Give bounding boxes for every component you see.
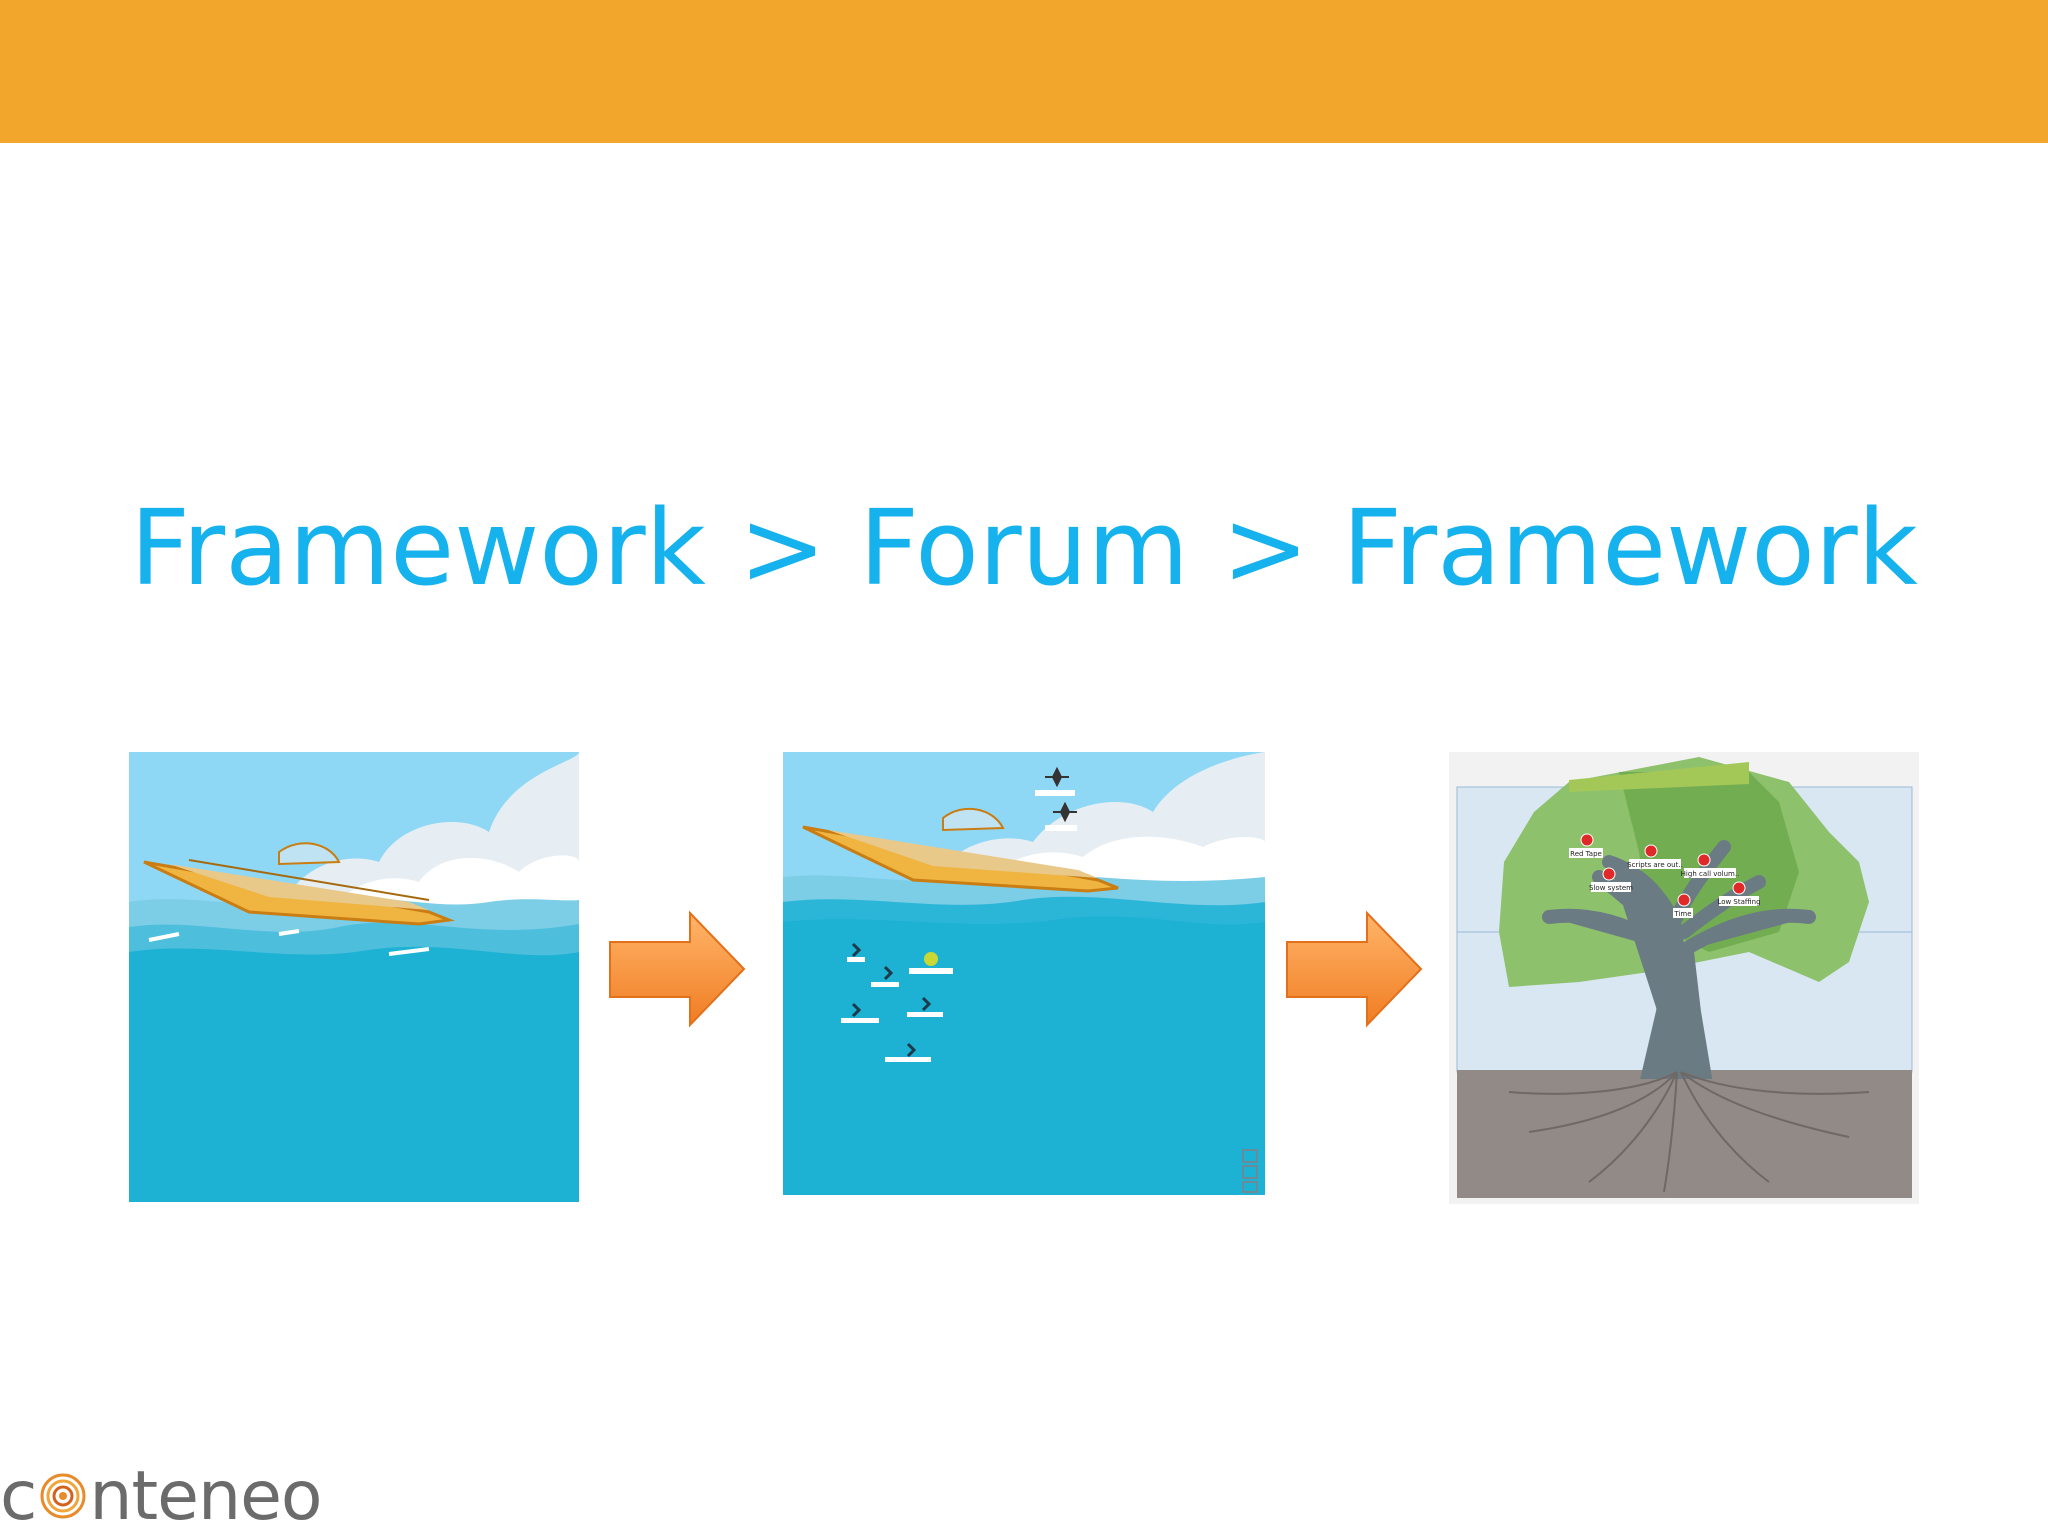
- conteneo-logo: c nteneo: [0, 1456, 323, 1536]
- apple-icon: [1580, 833, 1746, 907]
- anchor-icon: [841, 766, 1077, 1062]
- roots-icon: [1508, 1071, 1870, 1193]
- boat-ocean-illustration: [129, 752, 579, 1202]
- tree-label: High call volum..: [1681, 870, 1740, 878]
- wave-icon: [129, 896, 579, 1202]
- cloud-icon: [279, 752, 579, 912]
- tree-framework-illustration: Red Tape Scripts are out.. High call vol…: [1449, 752, 1919, 1204]
- tree-labels: Red Tape Scripts are out.. High call vol…: [1569, 848, 1761, 918]
- panel-boat-ocean: [129, 752, 579, 1202]
- tree-label: Time: [1673, 910, 1691, 918]
- tree-label: Slow system: [1589, 884, 1633, 892]
- arrow-right-icon: [606, 907, 751, 1035]
- logo-text-end: nteneo: [89, 1456, 322, 1536]
- boat-icon: [143, 842, 455, 926]
- boat-icon: [802, 808, 1119, 893]
- panel-boat-forum: [783, 752, 1265, 1195]
- tree-label: Scripts are out..: [1627, 861, 1683, 869]
- tree-label: Red Tape: [1570, 850, 1602, 858]
- boat-forum-illustration: [783, 752, 1265, 1195]
- panel-tree-framework: Red Tape Scripts are out.. High call vol…: [1449, 752, 1919, 1204]
- slide-title: Framework > Forum > Framework: [130, 487, 1918, 609]
- arrow-right-icon: [1283, 907, 1428, 1035]
- tree-label: Low Staffing: [1717, 898, 1760, 906]
- logo-ring-icon: [40, 1473, 86, 1519]
- logo-text-start: c: [0, 1456, 38, 1536]
- zoom-controls-icon: [1242, 1149, 1258, 1193]
- top-accent-bar: [0, 0, 2048, 143]
